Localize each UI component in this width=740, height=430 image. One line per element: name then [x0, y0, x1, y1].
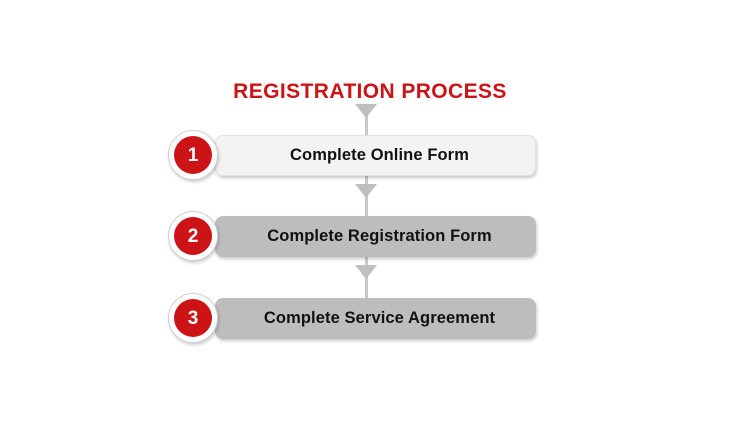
step-3-label: Complete Service Agreement: [263, 309, 496, 327]
arrow-down-icon-step-1-to-step-2: [355, 184, 377, 198]
step-3-badge-circle: 3: [174, 299, 212, 337]
page-title: REGISTRATION PROCESS: [233, 80, 507, 103]
step-1-badge-circle: 1: [174, 136, 212, 174]
step-3-bar[interactable]: Complete Service Agreement: [215, 298, 536, 339]
step-1-label: Complete Online Form: [290, 146, 469, 164]
step-2-badge-circle: 2: [174, 217, 212, 255]
process-step-3[interactable]: Complete Service Agreement 3: [168, 293, 536, 343]
process-step-1[interactable]: Complete Online Form 1: [168, 130, 536, 180]
connector-line-step-1-to-step-2: [365, 174, 368, 222]
step-1-bar[interactable]: Complete Online Form: [215, 135, 536, 176]
connector-line-step-2-to-step-3: [365, 255, 368, 303]
step-1-badge: 1: [168, 130, 218, 180]
step-3-badge: 3: [168, 293, 218, 343]
step-2-label: Complete Registration Form: [267, 227, 492, 245]
arrow-down-icon-step-2-to-step-3: [355, 265, 377, 279]
step-2-number: 2: [187, 225, 199, 247]
step-3-number: 3: [187, 307, 199, 329]
step-2-badge: 2: [168, 211, 218, 261]
process-step-2[interactable]: Complete Registration Form 2: [168, 211, 536, 261]
connector-line-title-to-step-1: [365, 106, 368, 140]
step-1-number: 1: [187, 144, 199, 166]
arrow-down-icon-title-to-step-1: [355, 104, 377, 118]
step-2-bar[interactable]: Complete Registration Form: [215, 216, 536, 257]
